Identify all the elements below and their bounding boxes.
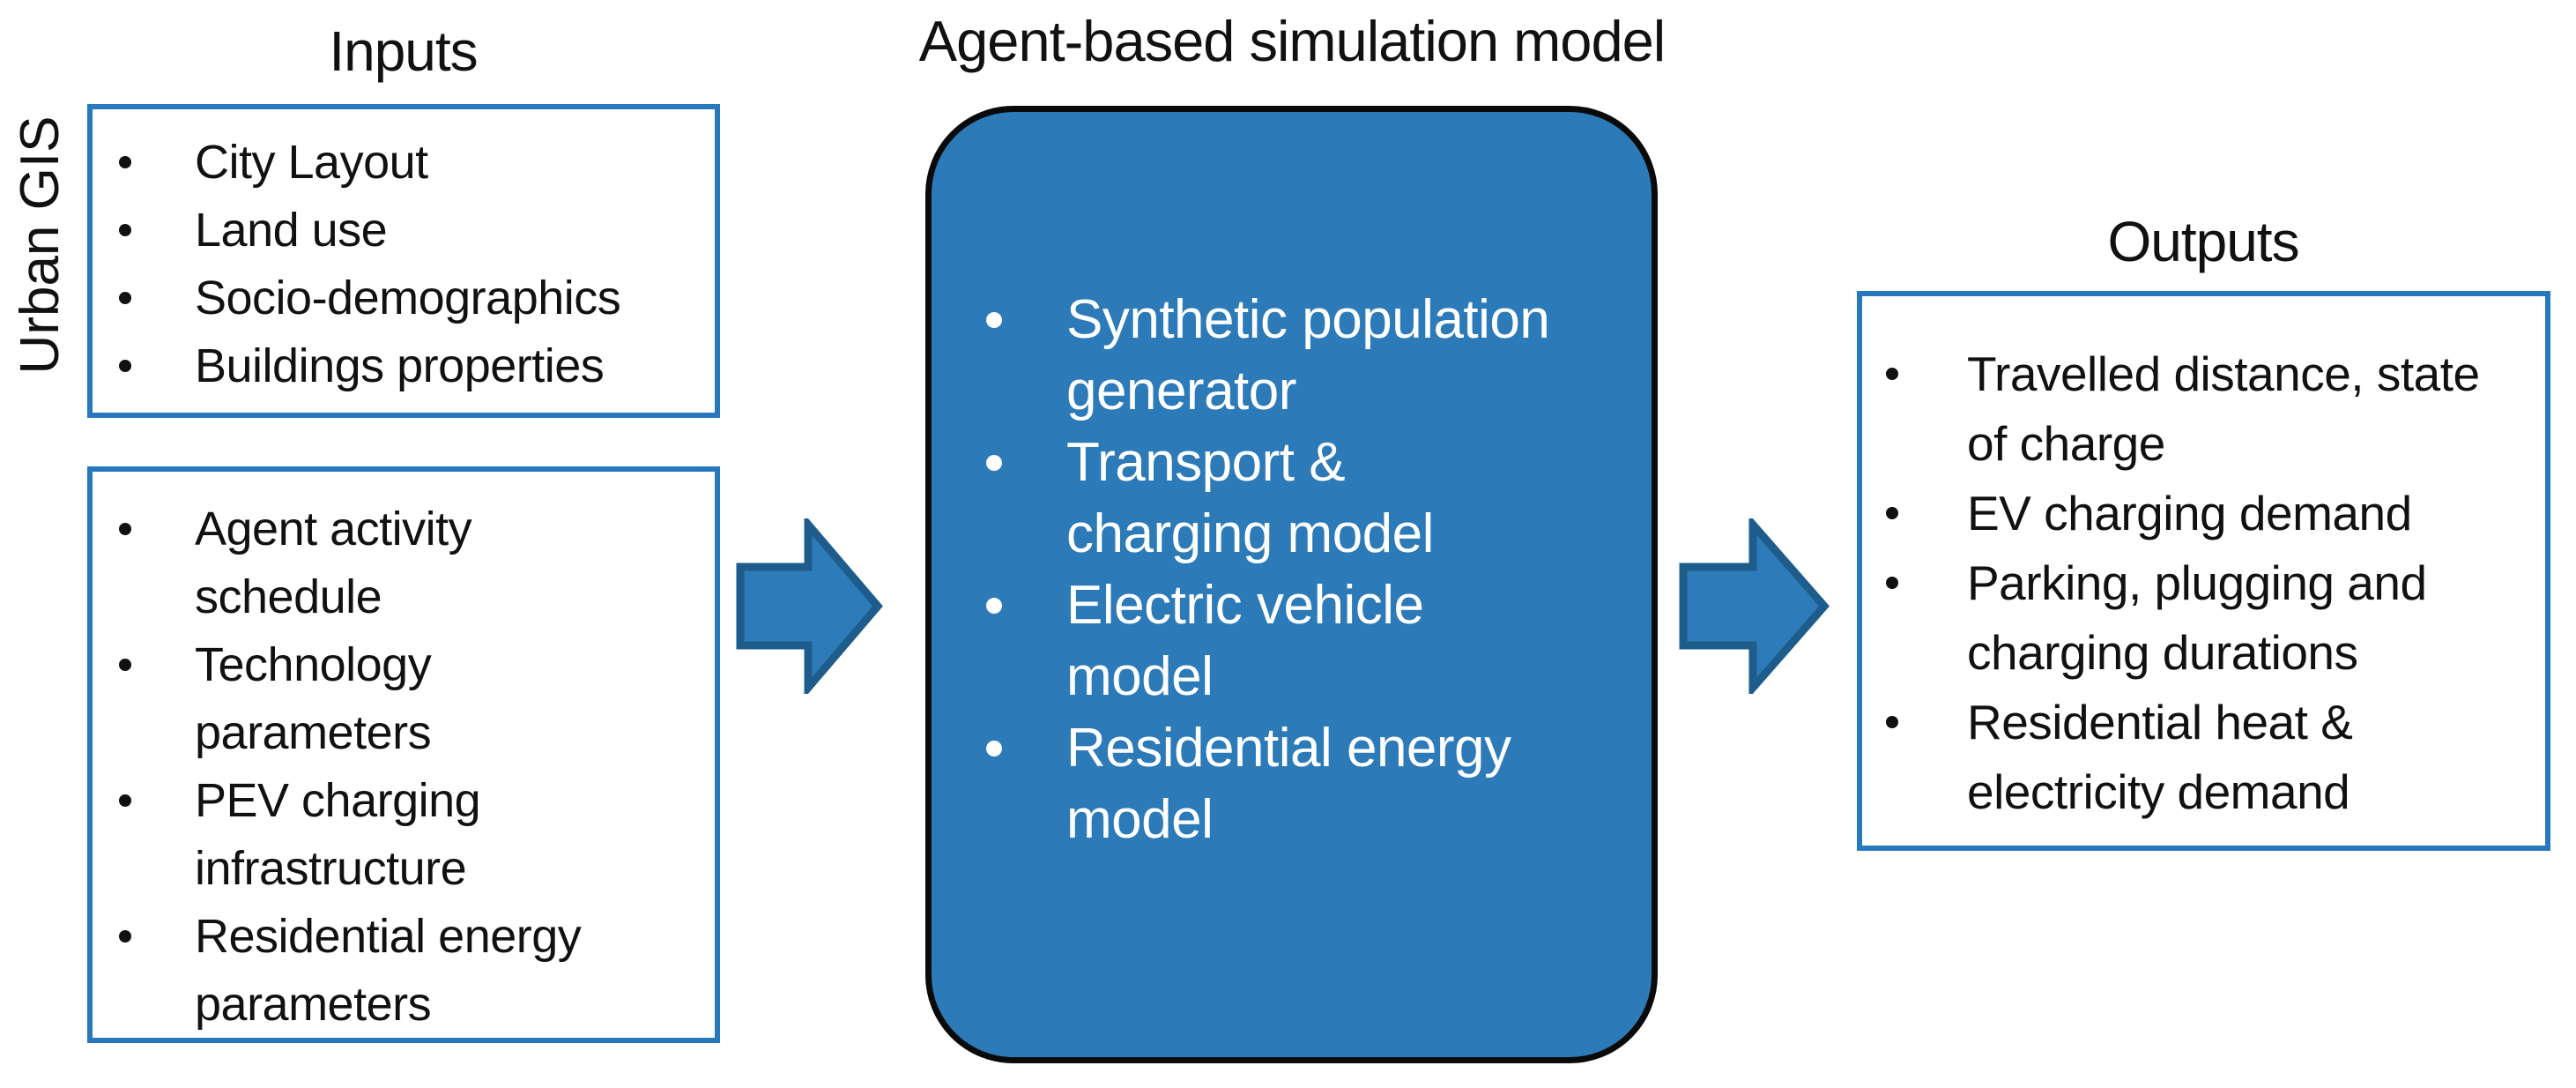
- urban-gis-label: Urban GIS: [10, 116, 71, 375]
- list-item: Residential heat & electricity demand: [1862, 688, 2545, 827]
- bullet-icon: [119, 523, 131, 535]
- list-item-text: Synthetic population generator: [1066, 289, 1550, 421]
- bullet-icon: [119, 292, 131, 304]
- outputs-heading: Outputs: [2107, 210, 2299, 273]
- list-item: Parking, plugging and charging durations: [1862, 548, 2545, 688]
- bullet-icon: [986, 741, 1002, 756]
- bullet-icon: [1886, 716, 1898, 728]
- list-item-text: Land use: [195, 204, 388, 257]
- simulation-model-heading: Agent-based simulation model: [918, 9, 1666, 73]
- inputs-box-gis-list: City Layout Land use Socio-demographics …: [93, 109, 715, 400]
- bullet-icon: [119, 156, 131, 168]
- inputs-heading: Inputs: [329, 19, 478, 83]
- outputs-list: Travelled distance, state of charge EV c…: [1862, 296, 2545, 827]
- list-item: Synthetic population generator: [932, 284, 1652, 427]
- list-item: Buildings properties: [93, 332, 715, 400]
- list-item: Land use: [93, 197, 715, 265]
- list-item-text: Residential energy parameters: [195, 910, 582, 1031]
- list-item: Socio-demographics: [93, 265, 715, 332]
- inputs-box-gis: City Layout Land use Socio-demographics …: [87, 104, 720, 418]
- bullet-icon: [1886, 507, 1898, 519]
- list-item: Electric vehicle model: [932, 570, 1652, 712]
- list-item: Transport & charging model: [932, 427, 1652, 570]
- list-item: Residential energy model: [932, 712, 1652, 855]
- bullet-icon: [119, 659, 131, 671]
- bullet-icon: [1886, 577, 1898, 589]
- bullet-icon: [119, 794, 131, 807]
- bullet-icon: [986, 312, 1002, 328]
- list-item-text: PEV charging infrastructure: [195, 774, 481, 895]
- list-item-text: Buildings properties: [195, 339, 605, 392]
- list-item-text: Travelled distance, state of charge: [1967, 347, 2480, 471]
- list-item-text: Socio-demographics: [195, 272, 621, 324]
- flow-arrow-right-icon: [1679, 518, 1830, 694]
- list-item-text: Transport & charging model: [1066, 432, 1434, 564]
- inputs-box-parameters: Agent activity schedule Technology param…: [87, 466, 720, 1043]
- list-item-text: Residential heat & electricity demand: [1967, 695, 2353, 819]
- list-item-text: Parking, plugging and charging durations: [1967, 555, 2427, 680]
- bullet-icon: [1886, 368, 1898, 380]
- bullet-icon: [119, 360, 131, 372]
- list-item: Travelled distance, state of charge: [1862, 339, 2545, 479]
- inputs-box-parameters-list: Agent activity schedule Technology param…: [93, 472, 715, 1039]
- list-item-text: Agent activity schedule: [195, 503, 472, 623]
- bullet-icon: [119, 224, 131, 236]
- list-item: Agent activity schedule: [93, 496, 715, 631]
- list-item-text: Residential energy model: [1066, 718, 1511, 850]
- bullet-icon: [986, 455, 1002, 471]
- list-item-text: Technology parameters: [195, 638, 432, 759]
- simulation-model-list: Synthetic population generator Transport…: [932, 112, 1652, 855]
- bullet-icon: [119, 930, 131, 943]
- list-item-text: Electric vehicle model: [1066, 575, 1424, 707]
- list-item-text: City Layout: [195, 136, 428, 189]
- list-item: Residential energy parameters: [93, 903, 715, 1039]
- list-item: PEV charging infrastructure: [93, 767, 715, 903]
- outputs-box: Travelled distance, state of charge EV c…: [1857, 291, 2550, 851]
- list-item-text: EV charging demand: [1967, 486, 2412, 540]
- list-item: EV charging demand: [1862, 479, 2545, 548]
- simulation-model-box: Synthetic population generator Transport…: [925, 106, 1658, 1063]
- list-item: Technology parameters: [93, 631, 715, 767]
- list-item: City Layout: [93, 129, 715, 197]
- flow-arrow-right-icon: [736, 518, 883, 694]
- bullet-icon: [986, 598, 1002, 614]
